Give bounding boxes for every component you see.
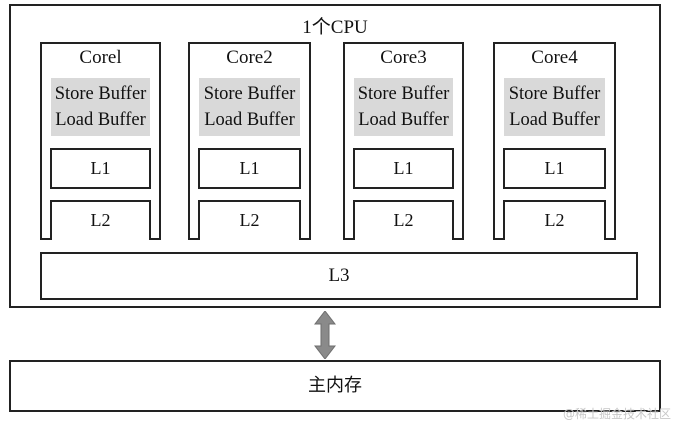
cpu-title: 1个CPU (302, 17, 368, 38)
load-buffer-label: Load Buffer (204, 110, 295, 130)
watermark: @稀土掘金技术社区 (562, 407, 671, 421)
buffer-block: Store Buffer Load Buffer (199, 78, 300, 136)
l3-cache: L3 (40, 252, 638, 300)
l1-cache: L1 (50, 148, 151, 189)
load-buffer-label: Load Buffer (55, 110, 146, 130)
core-1: Corel Store Buffer Load Buffer L1 L2 (40, 42, 161, 240)
core-title: Core2 (226, 47, 273, 68)
cpu-container: 1个CPU Corel Store Buffer Load Buffer L1 … (9, 4, 661, 308)
core-3: Core3 Store Buffer Load Buffer L1 L2 (343, 42, 464, 240)
l2-cache: L2 (503, 200, 606, 240)
l1-cache: L1 (503, 148, 606, 189)
store-buffer-label: Store Buffer (508, 84, 601, 104)
load-buffer-label: Load Buffer (358, 110, 449, 130)
core-title: Core3 (380, 47, 427, 68)
core-4: Core4 Store Buffer Load Buffer L1 L2 (493, 42, 616, 240)
l1-cache: L1 (353, 148, 454, 189)
store-buffer-label: Store Buffer (357, 84, 450, 104)
l1-cache: L1 (198, 148, 301, 189)
core-title: Corel (79, 47, 122, 68)
store-buffer-label: Store Buffer (54, 84, 147, 104)
l2-cache: L2 (50, 200, 151, 240)
store-buffer-label: Store Buffer (203, 84, 296, 104)
buffer-block: Store Buffer Load Buffer (51, 78, 150, 136)
l2-cache: L2 (353, 200, 454, 240)
buffer-block: Store Buffer Load Buffer (354, 78, 453, 136)
double-arrow-icon (314, 311, 336, 359)
main-memory: 主内存 (9, 360, 661, 412)
buffer-block: Store Buffer Load Buffer (504, 78, 605, 136)
l2-cache: L2 (198, 200, 301, 240)
core-title: Core4 (531, 47, 578, 68)
core-2: Core2 Store Buffer Load Buffer L1 L2 (188, 42, 311, 240)
load-buffer-label: Load Buffer (509, 110, 600, 130)
